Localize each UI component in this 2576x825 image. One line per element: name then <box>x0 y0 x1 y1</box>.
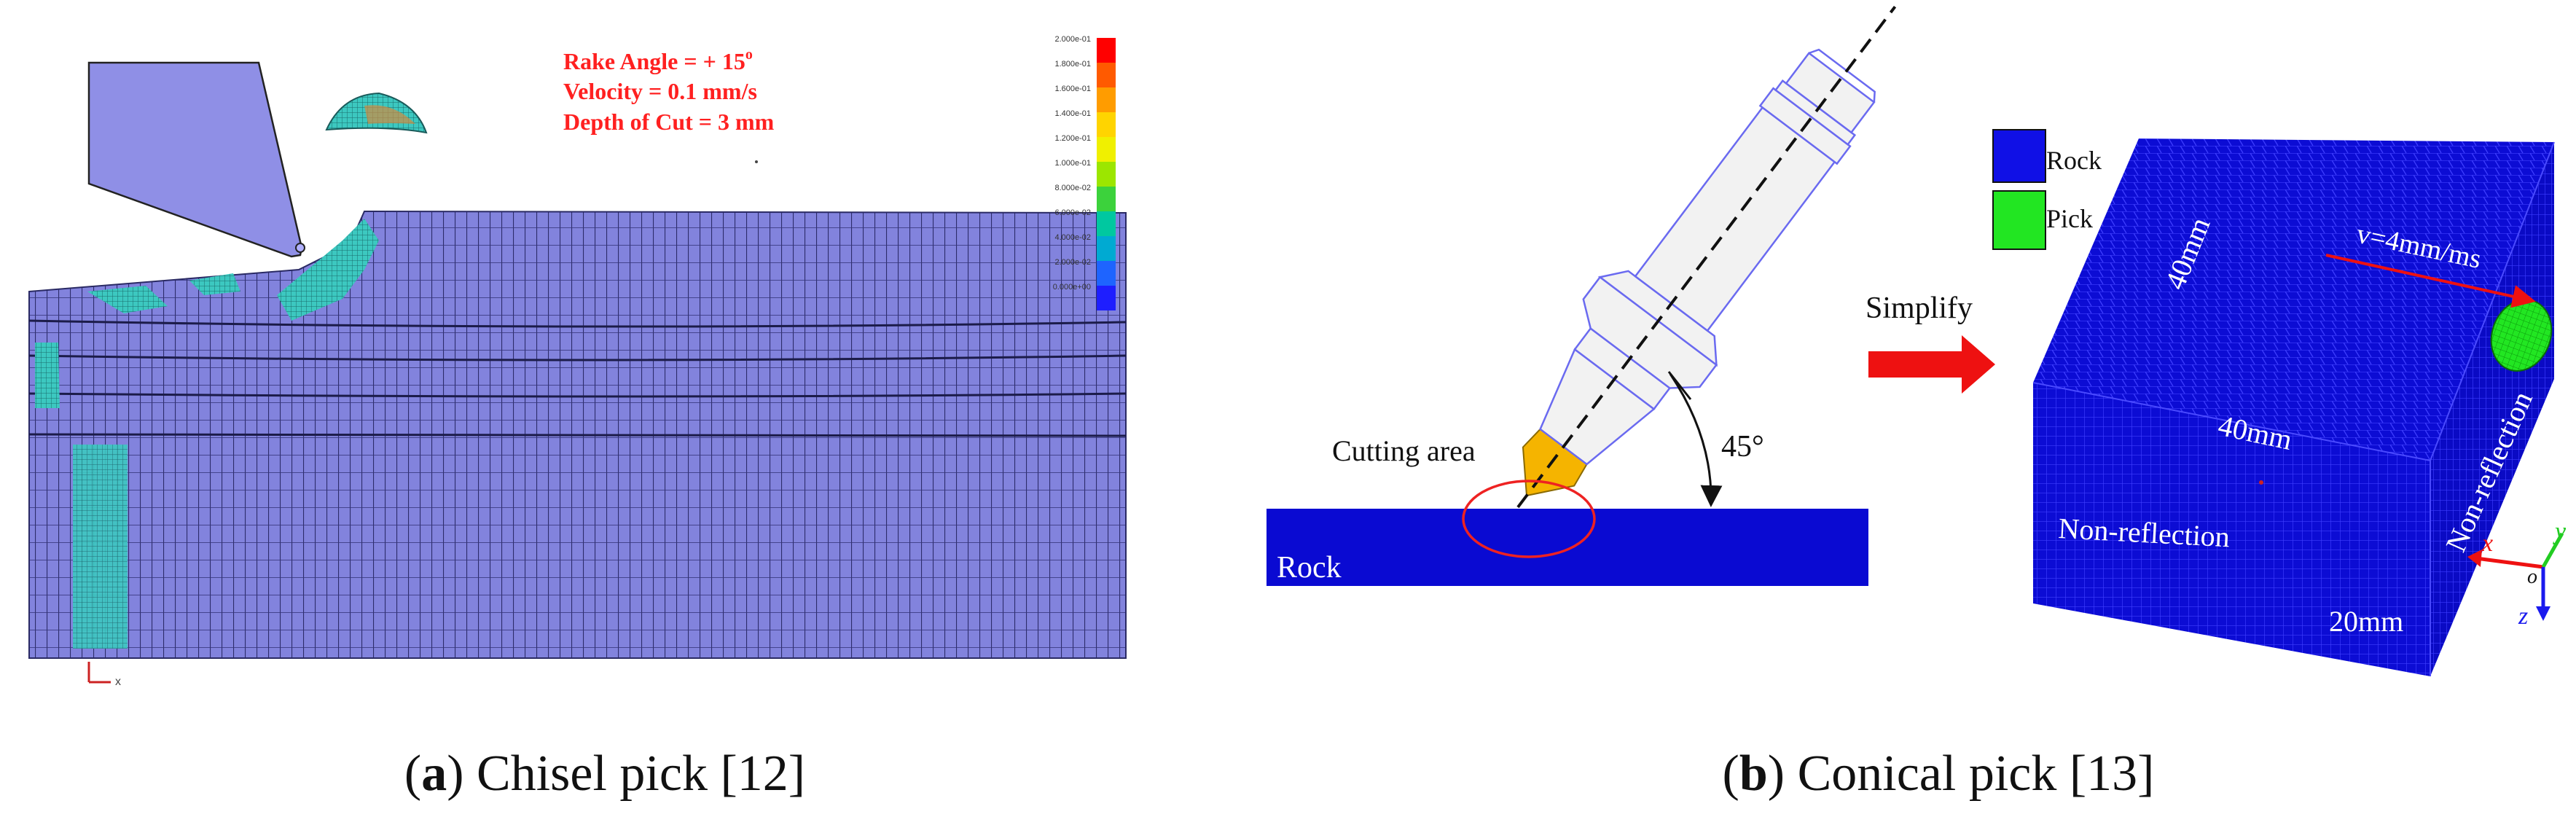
simplify-arrow <box>1868 335 1995 394</box>
legend-pick-swatch <box>1992 190 2046 250</box>
legend-scale-swatch <box>1097 261 1116 286</box>
legend-scale-swatch <box>1097 236 1116 261</box>
legend-scale-swatch <box>1097 286 1116 310</box>
mesh-layer-lines <box>28 319 1127 438</box>
block-top-face <box>2033 138 2554 461</box>
damage-zones <box>35 219 379 649</box>
legend-scale-label: 6.000e-02 <box>1054 208 1091 217</box>
legend-scale-label: 0.000e+00 <box>1053 283 1091 292</box>
svg-text:y: y <box>2553 518 2567 545</box>
legend-scale-label: 8.000e-02 <box>1054 184 1091 192</box>
legend-scale-swatch <box>1097 63 1116 87</box>
pick-axis <box>1516 5 1897 509</box>
velocity-arrow <box>2325 254 2536 308</box>
panel-b-conical-pick: Rock Cutting area 45° Simplify <box>1267 5 2567 676</box>
legend-scale-label: 1.800e-01 <box>1054 60 1091 69</box>
rock-slab-label: Rock <box>1277 551 1342 584</box>
legend-scale-label: 1.400e-01 <box>1054 109 1091 118</box>
svg-text:z: z <box>2518 603 2528 630</box>
cutting-area-ellipse <box>1462 480 1596 558</box>
legend-scale-swatch <box>1097 87 1116 112</box>
conical-pick <box>1516 5 1897 509</box>
legend-scale-label: 1.600e-01 <box>1054 85 1091 93</box>
velocity-label: Velocity = 0.1 mm/s <box>563 78 757 104</box>
legend-rock-label: Rock <box>2046 146 2102 175</box>
tool-tip <box>295 243 305 253</box>
legend-scale-label: 1.000e-01 <box>1054 159 1091 168</box>
legend-scale-swatch <box>1097 162 1116 187</box>
depth-of-cut-label: Depth of Cut = 3 mm <box>563 109 775 135</box>
cutting-area-label: Cutting area <box>1332 434 1476 467</box>
rock-block-3d <box>2032 138 2555 676</box>
angle-label: 45° <box>1721 430 1764 464</box>
legend-scale-swatch <box>1097 137 1116 162</box>
panel-a-chisel-simulation: Rake Angle = + 15o Velocity = 0.1 mm/s D… <box>28 35 1127 688</box>
block-side-face <box>2430 142 2554 676</box>
legend-scale-label: 4.000e-02 <box>1054 233 1091 242</box>
axis-triad: x <box>87 662 121 688</box>
color-legend-scale: 2.000e-01 1.800e-01 1.600e-01 1.400e-01 1.20… <box>1053 35 1116 310</box>
caption-panel-b: (b) Conical pick [13] <box>1722 746 2155 802</box>
coordinate-triad: x y z o <box>2467 518 2567 630</box>
chisel-tool <box>87 61 303 258</box>
legend-scale-label: 2.000e-01 <box>1054 35 1091 44</box>
legend-scale-swatch <box>1097 211 1116 236</box>
legend-scale-swatch <box>1097 38 1116 63</box>
legend-pick-label: Pick <box>2046 204 2093 233</box>
svg-text:o: o <box>2527 566 2537 588</box>
svg-text:x: x <box>2481 530 2493 557</box>
legend-scale-label: 2.000e-02 <box>1054 258 1091 267</box>
legend-scale-label: 1.200e-01 <box>1054 134 1091 143</box>
legend-scale-swatch <box>1097 187 1116 211</box>
block-front-face <box>2033 383 2430 676</box>
rake-angle-label: Rake Angle = + 15o <box>563 47 753 74</box>
angle-arc <box>1669 373 1723 507</box>
legend-rock-swatch <box>1992 129 2046 183</box>
legend-scale-swatch <box>1097 112 1116 137</box>
rock-slab <box>1267 509 1868 586</box>
caption-panel-a: (a) Chisel pick [12] <box>404 746 806 802</box>
simplify-label: Simplify <box>1866 292 1973 325</box>
svg-text:x: x <box>115 676 121 688</box>
height-dimension-label: 20mm <box>2329 605 2403 638</box>
